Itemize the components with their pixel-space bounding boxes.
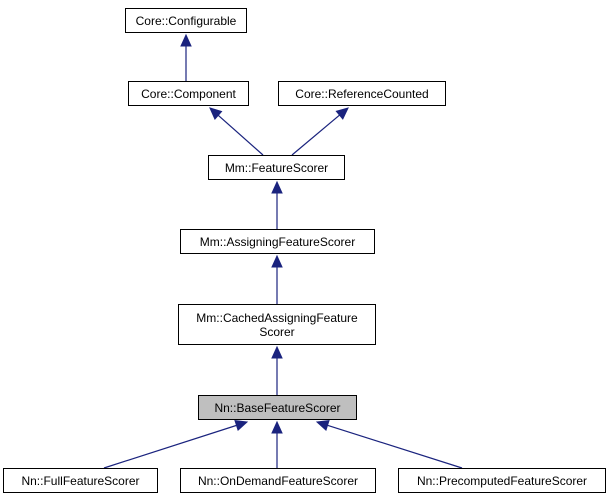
node-mm-cached-assigning-feature-scorer[interactable]: Mm::CachedAssigningFeature Scorer [178,304,376,345]
edge-full-to-base-arrowhead [234,420,249,432]
edge-full-to-base-line [103,424,237,469]
edge-component-to-configurable-arrowhead [180,33,192,47]
edge-precomputed-to-base-arrowhead [315,419,330,431]
cached-assigning-label-line2: Scorer [259,324,295,339]
node-core-reference-counted[interactable]: Core::ReferenceCounted [278,81,446,106]
node-nn-base-feature-scorer: Nn::BaseFeatureScorer [198,395,357,420]
cached-assigning-label-line1: Mm::CachedAssigningFeature [196,310,358,325]
edge-feature-scorer-to-reference-counted-arrowhead [335,107,349,120]
edge-assigning-to-feature-scorer-arrowhead [271,180,283,194]
node-mm-assigning-feature-scorer[interactable]: Mm::AssigningFeatureScorer [180,229,375,254]
node-core-component[interactable]: Core::Component [128,81,249,106]
edge-group [103,33,463,469]
edge-feature-scorer-to-component-arrowhead [209,107,223,120]
node-mm-feature-scorer[interactable]: Mm::FeatureScorer [208,155,345,180]
edge-feature-scorer-to-component-line [217,114,264,156]
node-core-configurable[interactable]: Core::Configurable [125,8,247,33]
edge-feature-scorer-to-reference-counted-line [291,114,340,156]
node-nn-on-demand-feature-scorer[interactable]: Nn::OnDemandFeatureScorer [180,468,376,493]
edge-on-demand-to-base-arrowhead [271,420,283,434]
node-nn-full-feature-scorer[interactable]: Nn::FullFeatureScorer [3,468,158,493]
node-nn-precomputed-feature-scorer[interactable]: Nn::PrecomputedFeatureScorer [398,468,606,493]
edge-precomputed-to-base-line [327,424,463,469]
edge-base-to-cached-arrowhead [271,345,283,359]
edge-cached-to-assigning-arrowhead [271,254,283,268]
cached-assigning-label: Mm::CachedAssigningFeature Scorer [196,311,357,339]
